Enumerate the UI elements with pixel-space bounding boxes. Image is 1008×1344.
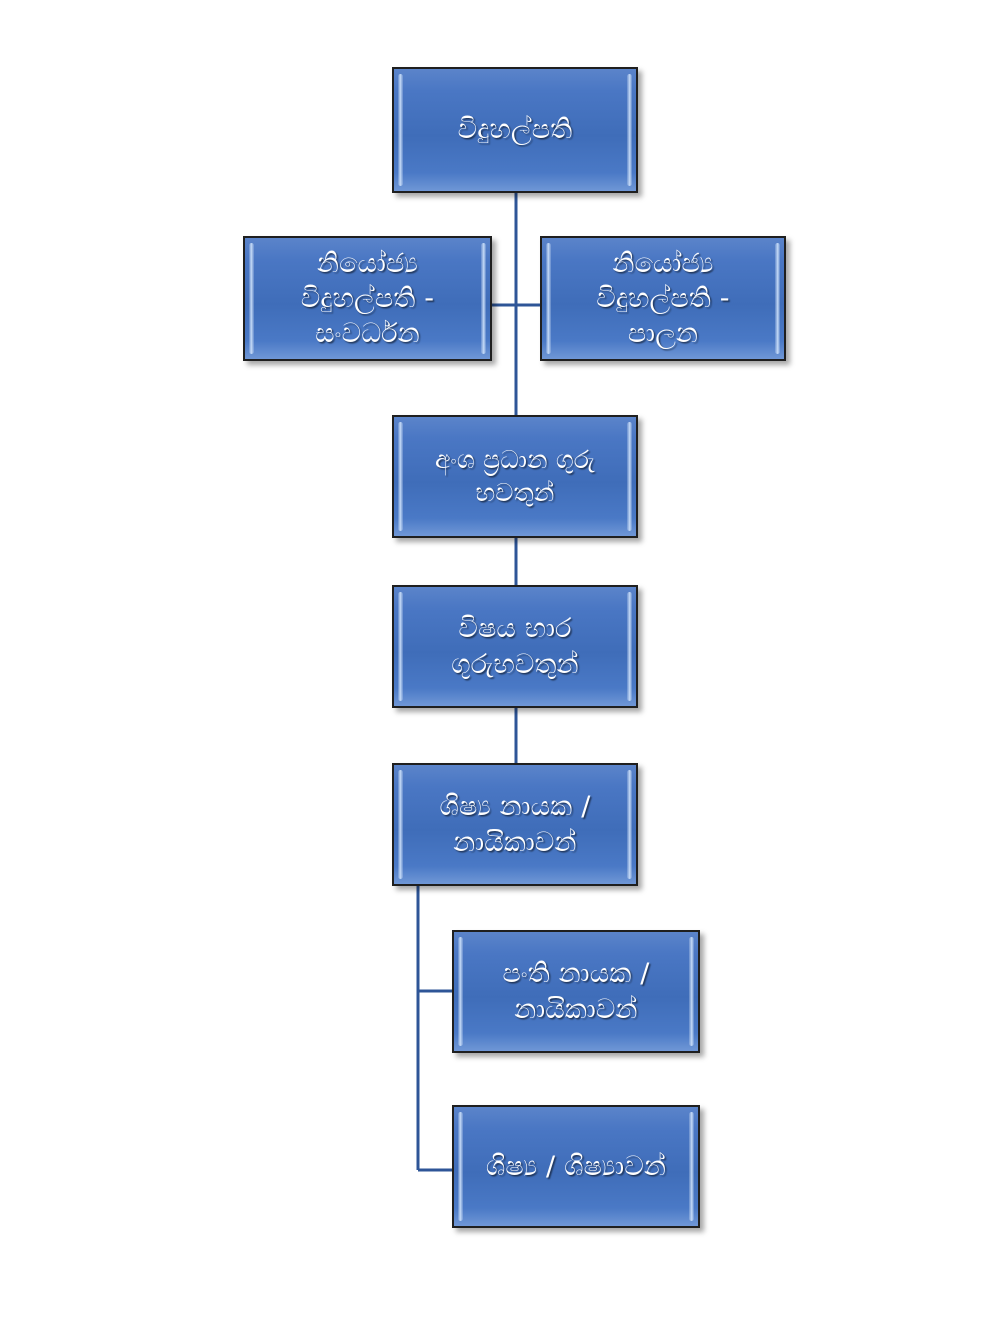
node-class-leaders-label: පංති නායක / නායිකාවන් [502,958,650,1025]
node-subject-teachers[interactable]: විෂය භාර ගුරුභවතුන් [392,585,638,708]
node-students[interactable]: ශිෂ්‍ය / ශිෂ්‍යාවන් [452,1105,700,1228]
node-class-leaders[interactable]: පංති නායක / නායිකාවන් [452,930,700,1053]
node-student-leaders-label: ශිෂ්‍ය නායක / නායිකාවන් [439,791,591,858]
node-principal[interactable]: විදුහල්පති [392,67,638,193]
node-deputy-principal-development[interactable]: නියෝජ්‍ය විදුහල්පති - සංවර්ධන [243,236,492,361]
node-deputy-principal-administration[interactable]: නියෝජ්‍ය විදුහල්පති - පාලන [540,236,786,361]
node-deputy-principal-administration-label: නියෝජ්‍ය විදුහල්පති - පාලන [596,247,730,350]
node-section-head-teachers[interactable]: අංශ ප්‍රධාන ගුරු භවතුන් [392,415,638,538]
node-student-leaders[interactable]: ශිෂ්‍ය නායක / නායිකාවන් [392,763,638,886]
node-students-label: ශිෂ්‍ය / ශිෂ්‍යාවන් [485,1150,667,1182]
node-subject-teachers-label: විෂය භාර ගුරුභවතුන් [451,613,579,680]
node-deputy-principal-development-label: නියෝජ්‍ය විදුහල්පති - සංවර්ධන [300,247,435,350]
node-principal-label: විදුහල්පති [457,114,573,146]
node-section-head-teachers-label: අංශ ප්‍රධාන ගුරු භවතුන් [434,445,596,507]
